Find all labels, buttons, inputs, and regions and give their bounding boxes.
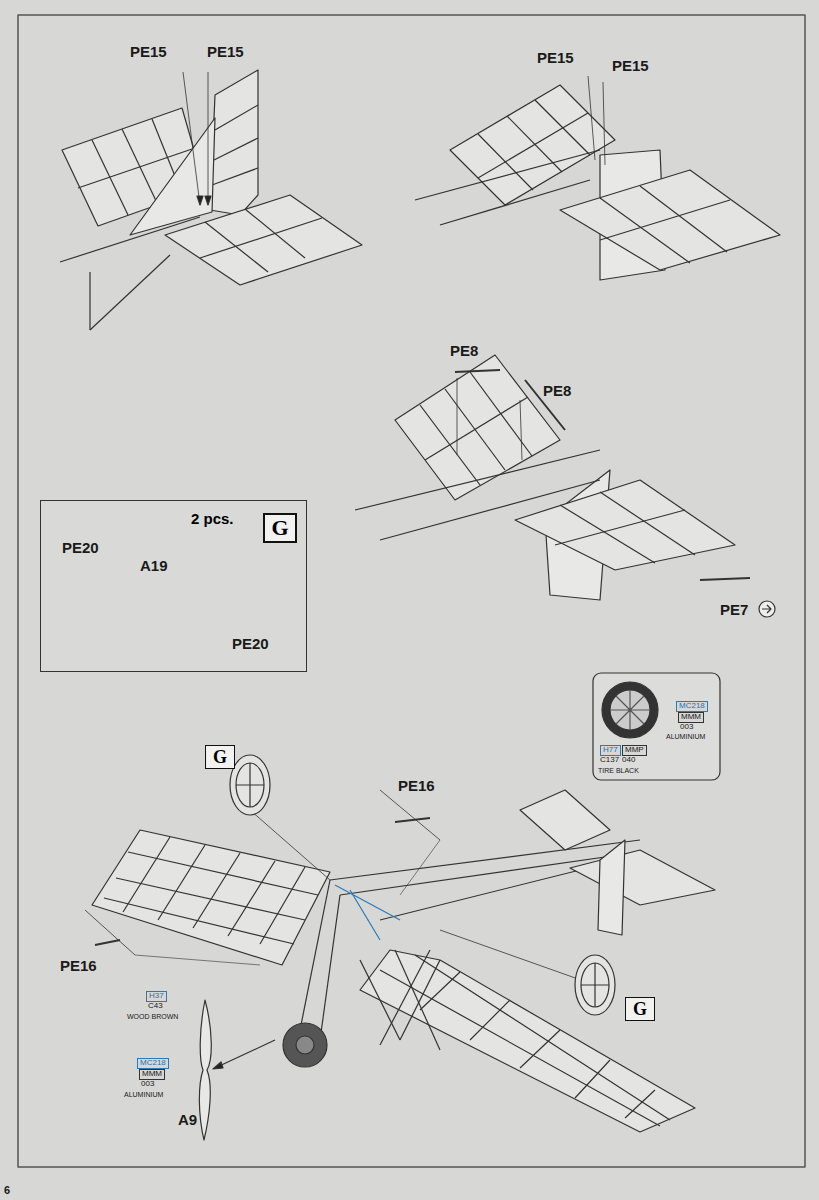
paint-code: C43 [148, 1002, 163, 1011]
part-number: PE8 [450, 343, 478, 360]
part-number: PE20 [232, 636, 269, 653]
subassembly-tag: G [205, 745, 235, 769]
paint-code: C137 [600, 756, 619, 765]
part-number: PE16 [60, 958, 97, 975]
part-number: PE15 [612, 58, 649, 75]
part-number: PE20 [62, 540, 99, 557]
part-number: PE7 [720, 602, 748, 619]
paint-code: MMM [678, 712, 704, 723]
tag-letter: G [206, 748, 234, 766]
paint-code: WOOD BROWN [127, 1013, 178, 1021]
paint-code: H77 [600, 745, 621, 756]
subassembly-tag: G [625, 997, 655, 1021]
part-number: PE15 [537, 50, 574, 67]
paint-code: 003 [141, 1080, 154, 1089]
paint-code: ALUMINIUM [124, 1091, 163, 1099]
paint-code: ALUMINIUM [666, 733, 705, 741]
paint-code: 040 [622, 756, 635, 765]
part-number: PE8 [543, 383, 571, 400]
paint-code: MMM [139, 1069, 165, 1080]
part-number: A9 [178, 1112, 197, 1129]
part-number: A19 [140, 558, 168, 575]
paint-code: MC218 [137, 1058, 169, 1069]
paint-code: MC218 [676, 701, 708, 712]
paint-code: H37 [146, 991, 167, 1002]
part-number: PE15 [207, 44, 244, 61]
part-number: 6 [4, 1184, 10, 1196]
paint-code: TIRE BLACK [598, 767, 639, 775]
tag-letter: G [265, 517, 295, 539]
subassembly-tag: G [263, 513, 297, 543]
paint-code: 003 [680, 723, 693, 732]
part-number: PE15 [130, 44, 167, 61]
paint-code: MMP [622, 745, 647, 756]
part-number: PE16 [398, 778, 435, 795]
quantity-note: 2 pcs. [191, 511, 234, 526]
tag-letter: G [626, 1000, 654, 1018]
